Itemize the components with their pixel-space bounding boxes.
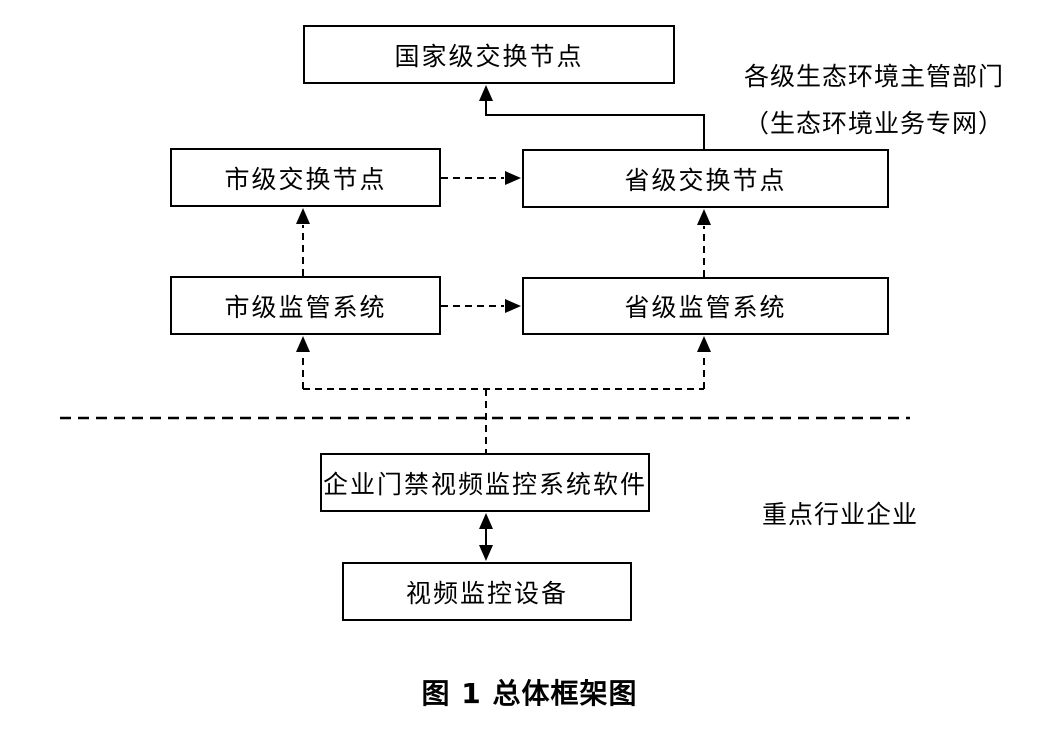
connector-enterprise-software-collector [303, 388, 704, 453]
node-video-device: 视频监控设备 [342, 562, 632, 621]
node-enterprise-software-label: 企业门禁视频监控系统软件 [322, 469, 647, 499]
zone-label-government-line1: 各级生态环境主管部门 [744, 62, 1005, 91]
node-video-device-label: 视频监控设备 [405, 578, 568, 608]
node-city-supervision-label: 市级监管系统 [224, 292, 387, 322]
right-arrowhead-icon [505, 171, 521, 185]
connector-city-supervision-to-province-supervision [441, 299, 521, 313]
right-arrowhead-icon [505, 299, 521, 313]
node-city-supervision: 市级监管系统 [170, 276, 441, 335]
connector-collector-to-city-supervision [296, 336, 310, 389]
up-arrowhead-icon [296, 208, 310, 224]
connector-city-exchange-to-province-exchange [441, 171, 521, 185]
node-city-exchange-label: 市级交换节点 [224, 164, 387, 194]
down-arrowhead-icon [479, 545, 493, 561]
zone-label-enterprise-text: 重点行业企业 [762, 500, 919, 529]
node-city-exchange: 市级交换节点 [170, 148, 441, 207]
node-province-exchange: 省级交换节点 [522, 149, 889, 208]
zone-label-government-line2: （生态环境业务专网） [744, 109, 1005, 138]
node-national-exchange: 国家级交换节点 [303, 25, 675, 84]
node-province-exchange-label: 省级交换节点 [624, 165, 787, 195]
connector-collector-to-province-supervision [697, 336, 711, 389]
up-arrowhead-icon [697, 336, 711, 352]
figure-caption: 图 1 总体框架图 [421, 677, 638, 710]
connector-province-exchange-to-national [479, 85, 705, 149]
zone-label-government: 各级生态环境主管部门 （生态环境业务专网） [744, 53, 1004, 147]
node-enterprise-software: 企业门禁视频监控系统软件 [320, 453, 650, 512]
zone-label-enterprise: 重点行业企业 [762, 495, 918, 531]
up-arrowhead-icon [479, 513, 493, 529]
connector-software-device-bidirectional [479, 513, 493, 561]
node-province-supervision: 省级监管系统 [522, 277, 889, 335]
connector-city-supervision-to-city-exchange [296, 208, 310, 276]
connector-province-supervision-to-province-exchange [697, 209, 711, 277]
up-arrowhead-icon [479, 85, 493, 101]
up-arrowhead-icon [296, 336, 310, 352]
node-national-exchange-label: 国家级交换节点 [394, 41, 584, 71]
node-province-supervision-label: 省级监管系统 [624, 293, 787, 322]
up-arrowhead-icon [697, 209, 711, 225]
